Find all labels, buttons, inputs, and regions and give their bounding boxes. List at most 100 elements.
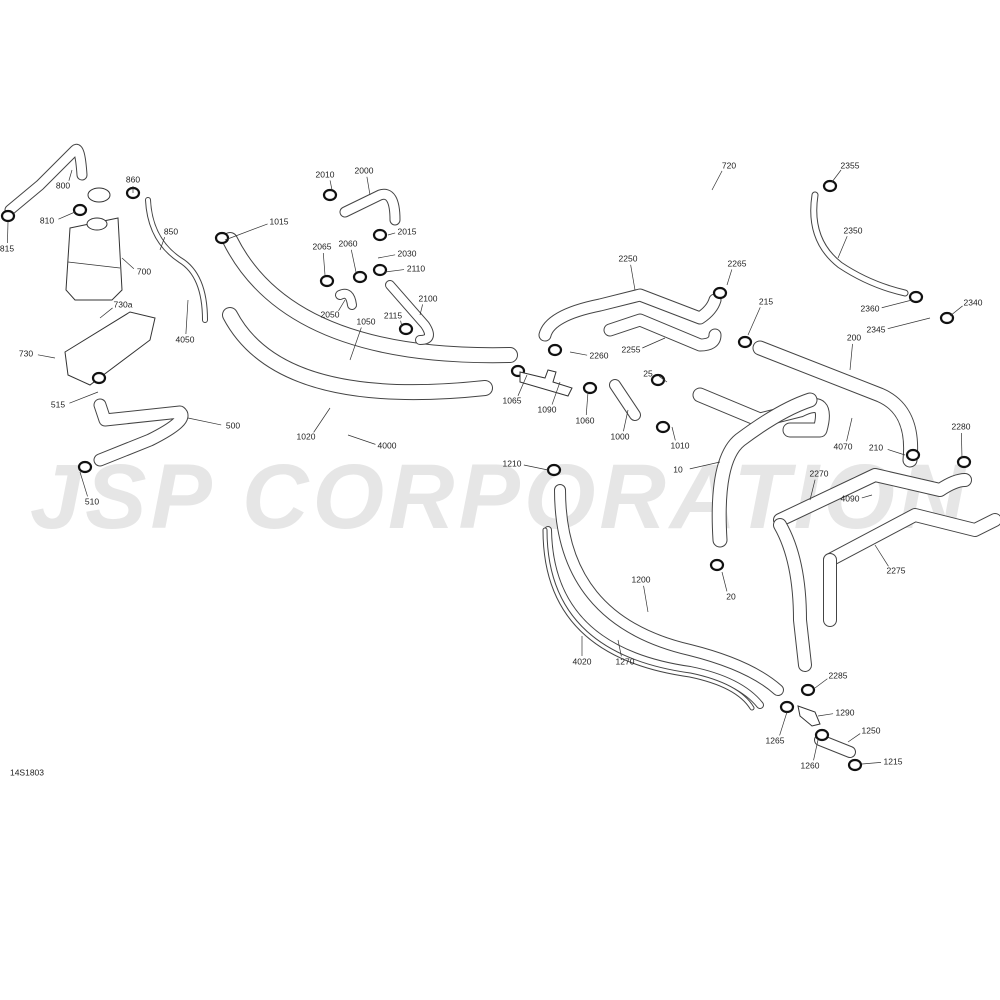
leader-line bbox=[517, 374, 528, 396]
part-label-4090[interactable]: 4090 bbox=[841, 493, 860, 503]
leader-line bbox=[658, 376, 668, 383]
leader-line bbox=[846, 417, 853, 442]
part-label-4020[interactable]: 4020 bbox=[573, 656, 592, 666]
part-label-2250[interactable]: 2250 bbox=[619, 253, 638, 263]
hose-fill bbox=[223, 308, 492, 400]
leader-line bbox=[99, 307, 113, 319]
part-label-860[interactable]: 860 bbox=[126, 174, 140, 184]
leader-line bbox=[779, 711, 788, 736]
part-label-2060[interactable]: 2060 bbox=[339, 238, 358, 248]
part-label-2030[interactable]: 2030 bbox=[398, 248, 417, 258]
part-label-2050[interactable]: 2050 bbox=[321, 309, 340, 319]
hose-clamp bbox=[398, 322, 414, 336]
part-label-800[interactable]: 800 bbox=[56, 180, 70, 190]
part-label-2345[interactable]: 2345 bbox=[867, 324, 886, 334]
part-label-2010[interactable]: 2010 bbox=[316, 169, 335, 179]
part-label-730[interactable]: 730 bbox=[19, 348, 33, 358]
leader-line bbox=[313, 407, 331, 433]
leader-line bbox=[881, 299, 913, 309]
hose-clamp bbox=[800, 683, 816, 697]
part-label-1215[interactable]: 1215 bbox=[884, 756, 903, 766]
hose-clamp bbox=[737, 335, 753, 349]
part-label-1000[interactable]: 1000 bbox=[611, 431, 630, 441]
part-label-10[interactable]: 10 bbox=[673, 464, 683, 474]
part-label-810[interactable]: 810 bbox=[40, 215, 54, 225]
part-label-200[interactable]: 200 bbox=[847, 332, 861, 342]
part-label-2260[interactable]: 2260 bbox=[590, 350, 609, 360]
leader-line bbox=[7, 221, 9, 244]
part-label-515[interactable]: 515 bbox=[51, 399, 65, 409]
part-label-850[interactable]: 850 bbox=[164, 226, 178, 236]
part-label-2255[interactable]: 2255 bbox=[622, 344, 641, 354]
part-label-1210[interactable]: 1210 bbox=[503, 458, 522, 468]
leader-line bbox=[630, 264, 636, 291]
leader-line bbox=[377, 254, 396, 259]
leader-line bbox=[831, 169, 842, 183]
part-label-1010[interactable]: 1010 bbox=[671, 440, 690, 450]
part-label-4050[interactable]: 4050 bbox=[176, 334, 195, 344]
leader-line bbox=[849, 343, 853, 371]
part-label-1290[interactable]: 1290 bbox=[836, 707, 855, 717]
part-label-1015[interactable]: 1015 bbox=[270, 216, 289, 226]
leader-line bbox=[347, 434, 376, 445]
hose-fill bbox=[811, 192, 908, 296]
part-label-25[interactable]: 25 bbox=[643, 368, 653, 378]
part-label-2115[interactable]: 2115 bbox=[384, 310, 403, 320]
part-label-4070[interactable]: 4070 bbox=[834, 441, 853, 451]
part-label-1200[interactable]: 1200 bbox=[632, 574, 651, 584]
part-label-2360[interactable]: 2360 bbox=[861, 303, 880, 313]
hose-fill bbox=[753, 341, 918, 467]
part-label-2280[interactable]: 2280 bbox=[952, 421, 971, 431]
part-label-1065[interactable]: 1065 bbox=[503, 395, 522, 405]
leader-line bbox=[585, 391, 589, 416]
part-label-4000[interactable]: 4000 bbox=[378, 440, 397, 450]
part-label-2355[interactable]: 2355 bbox=[841, 160, 860, 170]
part-label-2270[interactable]: 2270 bbox=[810, 468, 829, 478]
leader-lines bbox=[7, 169, 963, 765]
hose-fill bbox=[223, 233, 517, 363]
part-label-1020[interactable]: 1020 bbox=[297, 431, 316, 441]
leader-line bbox=[68, 169, 73, 181]
part-label-2340[interactable]: 2340 bbox=[964, 297, 983, 307]
part-label-730a[interactable]: 730a bbox=[114, 299, 133, 309]
part-label-2100[interactable]: 2100 bbox=[419, 293, 438, 303]
hose-fill bbox=[712, 393, 817, 547]
part-label-2350[interactable]: 2350 bbox=[844, 225, 863, 235]
part-label-1060[interactable]: 1060 bbox=[576, 415, 595, 425]
reservoir-cap bbox=[87, 187, 111, 203]
leader-line bbox=[813, 739, 819, 761]
part-label-2275[interactable]: 2275 bbox=[887, 565, 906, 575]
leader-line bbox=[569, 351, 588, 356]
hose-fill bbox=[545, 527, 763, 708]
hose-clamp bbox=[956, 455, 972, 469]
part-label-1270[interactable]: 1270 bbox=[616, 656, 635, 666]
part-label-2000[interactable]: 2000 bbox=[355, 165, 374, 175]
leader-line bbox=[387, 232, 396, 236]
leader-line bbox=[338, 299, 346, 311]
part-label-2065[interactable]: 2065 bbox=[313, 241, 332, 251]
part-label-2015[interactable]: 2015 bbox=[398, 226, 417, 236]
part-label-215[interactable]: 215 bbox=[759, 296, 773, 306]
leader-line bbox=[400, 320, 403, 328]
part-label-2265[interactable]: 2265 bbox=[728, 258, 747, 268]
leader-line bbox=[37, 354, 56, 359]
leader-line bbox=[58, 211, 76, 220]
hose-clamp bbox=[650, 373, 666, 387]
part-label-1265[interactable]: 1265 bbox=[766, 735, 785, 745]
leader-line bbox=[185, 299, 189, 335]
part-label-210[interactable]: 210 bbox=[869, 442, 883, 452]
hose-clamp bbox=[822, 179, 838, 193]
part-label-500[interactable]: 500 bbox=[226, 420, 240, 430]
part-label-815[interactable]: 815 bbox=[0, 243, 14, 253]
part-label-1260[interactable]: 1260 bbox=[801, 760, 820, 770]
part-label-510[interactable]: 510 bbox=[85, 496, 99, 506]
part-label-2285[interactable]: 2285 bbox=[829, 670, 848, 680]
part-label-20[interactable]: 20 bbox=[726, 591, 736, 601]
part-label-1050[interactable]: 1050 bbox=[357, 316, 376, 326]
hose-fill bbox=[340, 189, 400, 225]
part-label-700[interactable]: 700 bbox=[137, 266, 151, 276]
part-label-1250[interactable]: 1250 bbox=[862, 725, 881, 735]
part-label-720[interactable]: 720 bbox=[722, 160, 736, 170]
part-label-2110[interactable]: 2110 bbox=[407, 263, 426, 273]
part-label-1090[interactable]: 1090 bbox=[538, 404, 557, 414]
